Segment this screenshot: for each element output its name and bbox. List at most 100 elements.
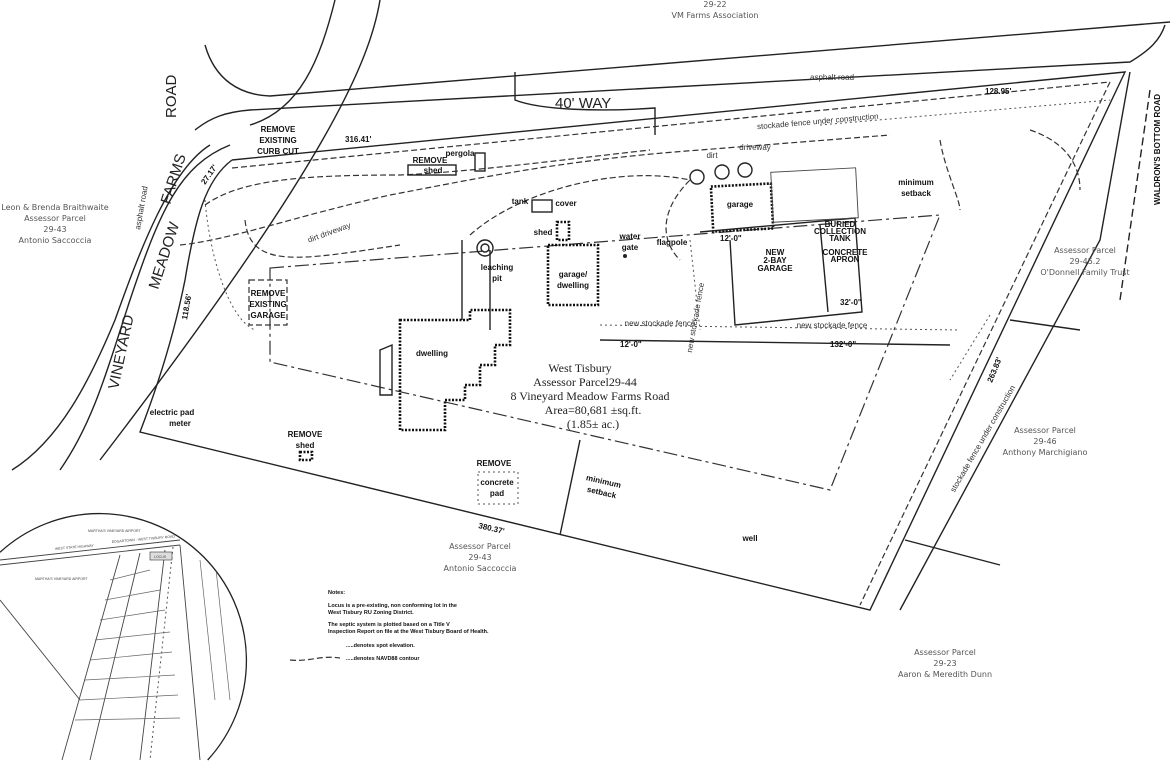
svg-text:shed: shed [296,441,315,450]
locus-map: MARTHA'S VINEYARD AIRPORT WEST STATE HIG… [0,512,248,761]
dim-west-top: 27.17' [199,163,219,186]
svg-text:Antonio Saccoccia: Antonio Saccoccia [444,564,517,573]
setback-line [269,214,941,491]
svg-text:29-22: 29-22 [703,0,726,9]
svg-text:WEST STATE HIGHWAY: WEST STATE HIGHWAY [55,544,95,551]
neighbor-odonnell: Assessor Parcel 29-45.2 O'Donnell Family… [1040,246,1129,277]
dim-1: 12'-0" [620,340,642,349]
notes: Notes: Locus is a pre-existing, non conf… [289,590,489,662]
svg-text:VM Farms Association: VM Farms Association [672,11,759,20]
svg-text:29-46: 29-46 [1033,437,1056,446]
svg-text:29-23: 29-23 [933,659,956,668]
road-label-road: ROAD [163,74,180,118]
svg-text:Antonio Saccoccia: Antonio Saccoccia [19,236,92,245]
svg-text:dirt: dirt [706,151,718,160]
road-label-waldron: WALDRON'S BOTTOM ROAD [1153,94,1162,205]
dim-3: 12'-0" [720,234,742,243]
svg-text:Anthony Marchigiano: Anthony Marchigiano [1003,448,1088,457]
svg-text:flagpole: flagpole [657,238,688,247]
svg-text:CURB CUT: CURB CUT [257,147,299,156]
svg-text:minimum: minimum [898,178,934,187]
svg-text:new stockade fence: new stockade fence [685,281,706,353]
svg-text:2-BAY: 2-BAY [763,256,787,265]
remove-garage [248,279,288,326]
neighbor-29-22: 29-22 VM Farms Association [672,0,759,20]
road-label-way: 40' WAY [555,95,611,112]
svg-text:BURIED: BURIED [825,220,856,229]
roads [11,0,1170,611]
svg-text:leaching: leaching [481,263,514,272]
svg-text:setback: setback [901,189,931,198]
dim-4: 32'-0" [840,298,862,307]
svg-text:Assessor Parcel: Assessor Parcel [1054,246,1116,255]
svg-text:Assessor Parcel: Assessor Parcel [914,648,976,657]
svg-text:29-43: 29-43 [468,553,491,562]
svg-text:shed: shed [424,166,443,175]
svg-text:Assessor Parcel29-44: Assessor Parcel29-44 [533,375,637,389]
svg-text:CONCRETE: CONCRETE [823,248,869,257]
svg-text:Aaron & Meredith Dunn: Aaron & Meredith Dunn [898,670,992,679]
svg-text:MARTHA'S VINEYARD AIRPORT: MARTHA'S VINEYARD AIRPORT [35,577,88,581]
road-label-vineyard: VINEYARD [105,313,137,391]
asphalt-road-label: asphalt road [810,73,854,82]
svg-text:Assessor Parcel: Assessor Parcel [1014,426,1076,435]
dim-south: 380.37' [478,521,506,536]
driveways [179,129,1081,331]
svg-text:shed: shed [534,228,553,237]
fences [461,99,1111,536]
garage-dwelling [546,243,600,307]
svg-text:O'Donnell Family Trust: O'Donnell Family Trust [1040,268,1129,277]
svg-text:concrete: concrete [480,478,514,487]
svg-text:electric pad: electric pad [150,408,195,417]
svg-text:EDGARTOWN - WEST TISBURY ROAD: EDGARTOWN - WEST TISBURY ROAD [112,534,176,544]
svg-text:well: well [741,534,757,543]
svg-text:29-43: 29-43 [43,225,66,234]
existing-garage [709,182,775,233]
road-label-meadow: MEADOW [146,219,184,291]
neighbor-marchigiano: Assessor Parcel 29-46 Anthony Marchigian… [1003,426,1088,457]
svg-text:stockade fence under construct: stockade fence under construction [948,384,1017,494]
svg-text:APRON: APRON [831,255,860,264]
dim-north: 316.41' [345,135,371,144]
buildings [248,152,863,505]
svg-text:West Tisbury RU Zoning Distric: West Tisbury RU Zoning District. [328,610,414,616]
svg-text:water: water [619,232,641,241]
svg-text:tank: tank [512,197,529,206]
svg-text:(1.85± ac.): (1.85± ac.) [567,417,619,431]
svg-text:GARAGE: GARAGE [757,264,793,273]
svg-text:Assessor Parcel: Assessor Parcel [24,214,86,223]
new-garage [699,217,863,326]
svg-text:garage/: garage/ [559,270,588,279]
svg-text:REMOVE: REMOVE [288,430,323,439]
svg-text:.....denotes NAVD88 contour: .....denotes NAVD88 contour [346,656,420,662]
dim-north-east: 128.95' [985,87,1011,96]
svg-text:NEW: NEW [766,248,785,257]
svg-text:29-45.2: 29-45.2 [1070,257,1101,266]
svg-text:Locus is a pre-existing, non c: Locus is a pre-existing, non conforming … [328,603,457,609]
svg-text:REMOVE: REMOVE [251,289,286,298]
svg-text:pad: pad [490,489,504,498]
svg-text:8 Vineyard Meadow Farms Road: 8 Vineyard Meadow Farms Road [510,389,669,403]
svg-text:GARAGE: GARAGE [250,311,286,320]
svg-text:dwelling: dwelling [557,281,589,290]
svg-text:Inspection Report on file at t: Inspection Report on file at the West Ti… [328,629,489,635]
svg-text:Leon & Brenda Braithwaite: Leon & Brenda Braithwaite [1,203,109,212]
svg-text:The septic system is plotted b: The septic system is plotted based on a … [328,622,450,628]
svg-text:Notes:: Notes: [328,590,345,596]
svg-text:new stockade fence: new stockade fence [797,321,868,330]
svg-text:dwelling: dwelling [416,349,448,358]
svg-text:Area=80,681 ±sq.ft.: Area=80,681 ±sq.ft. [545,403,642,417]
neighbor-dunn: Assessor Parcel 29-23 Aaron & Meredith D… [898,648,992,679]
svg-text:REMOVE: REMOVE [261,125,296,134]
parking-area [770,167,859,223]
dim-west: 118.56' [180,293,193,320]
neighbor-saccoccia: Assessor Parcel 29-43 Antonio Saccoccia [444,542,517,573]
svg-text:TANK: TANK [829,234,851,243]
svg-text:gate: gate [622,243,639,252]
parcel-title: West Tisbury Assessor Parcel29-44 8 Vine… [510,361,669,431]
svg-text:EXISTING: EXISTING [249,300,286,309]
svg-text:West Tisbury: West Tisbury [548,361,611,375]
svg-text:LOCUS: LOCUS [154,555,167,559]
dim-2: 132'-0" [830,340,856,349]
